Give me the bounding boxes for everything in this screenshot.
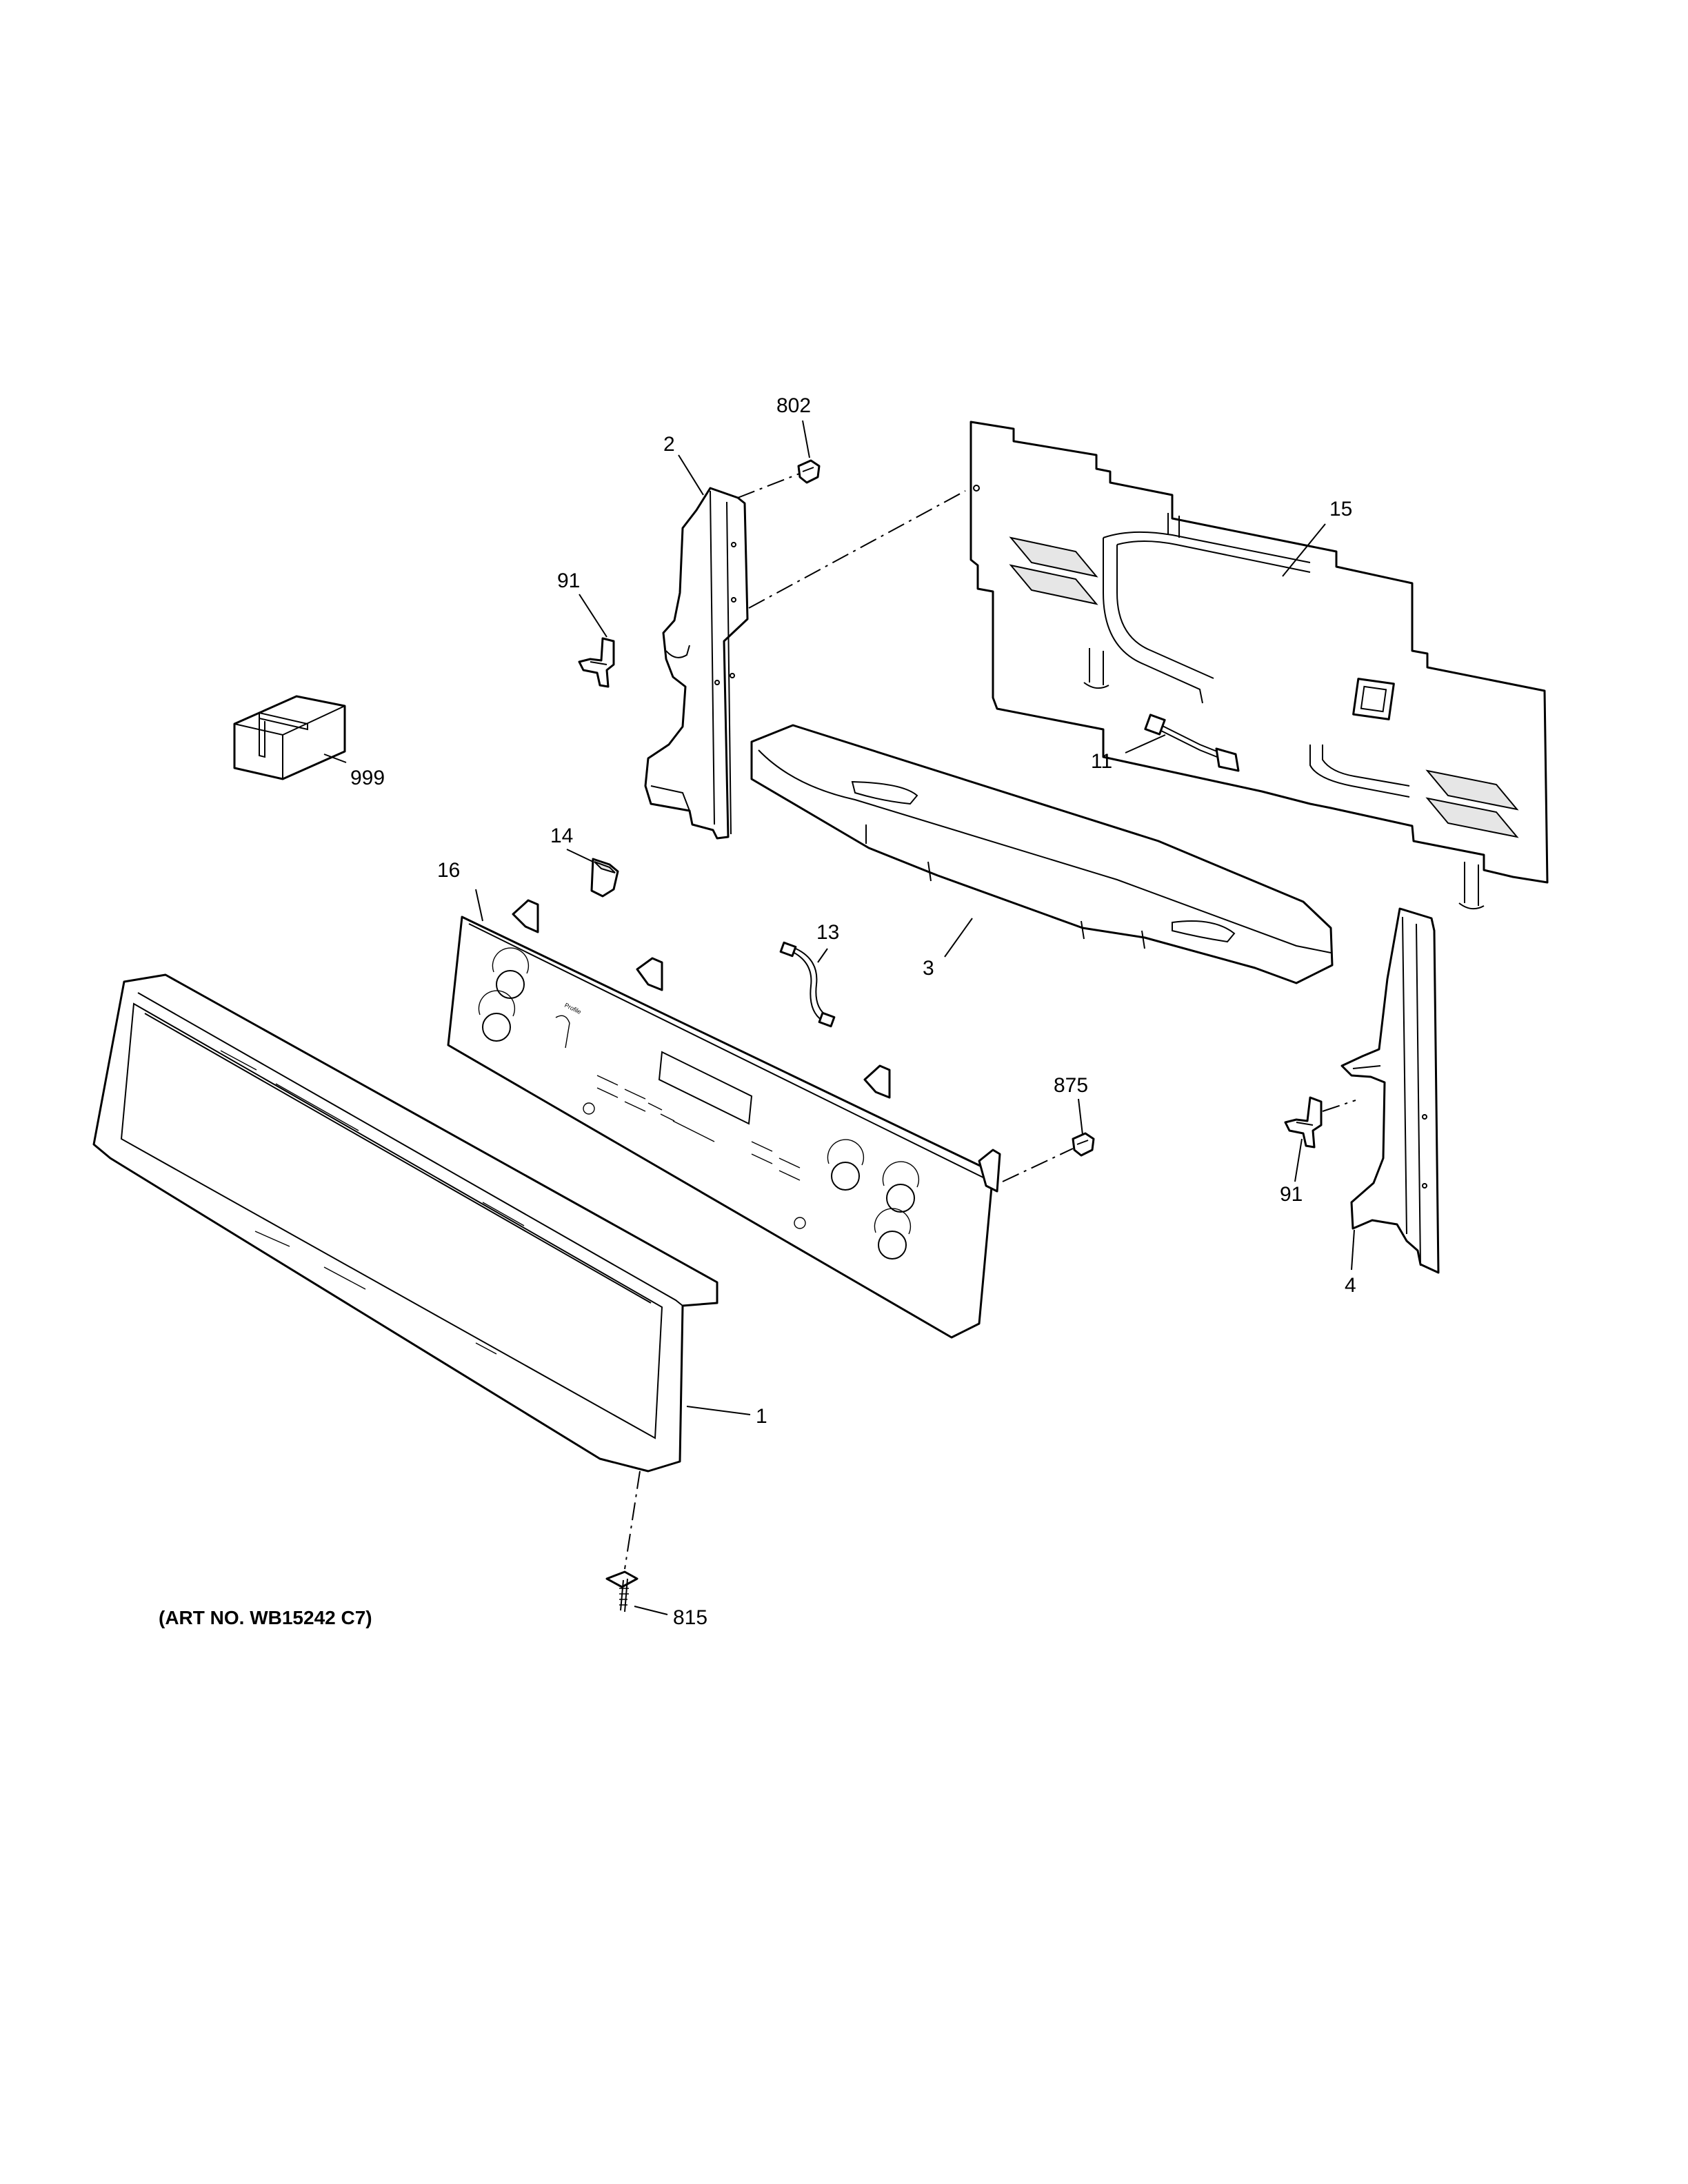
screw-802: [797, 459, 821, 484]
callout-15: 15: [1329, 498, 1352, 520]
part-16-control-panel: Profile: [447, 899, 1001, 1339]
callout-labels: 802 2 15 91 999 11 14 16 13 3 875 91 4 1…: [350, 394, 1356, 1629]
callout-2: 2: [663, 433, 675, 456]
part-3-trim-bar: [750, 724, 1334, 984]
clip-91-right: [1284, 1096, 1323, 1149]
screw-815: [605, 1570, 639, 1612]
part-2-left-bracket: [644, 487, 749, 840]
callout-11: 11: [1091, 750, 1112, 773]
part-14-block: [590, 858, 619, 898]
keypad-markings: [555, 1015, 806, 1229]
assembly-line-875: [1002, 1148, 1074, 1182]
callout-14: 14: [550, 825, 573, 847]
callout-1: 1: [756, 1405, 767, 1428]
assembly-line-91-right: [1322, 1100, 1356, 1112]
callout-91-left: 91: [557, 569, 580, 592]
part-1-front-frame: [92, 973, 719, 1473]
clip-91-left: [578, 637, 615, 688]
knob-dial-icons: [478, 947, 920, 1260]
part-13-harness: [779, 941, 836, 1028]
callout-3: 3: [923, 957, 934, 980]
callout-802: 802: [776, 394, 811, 417]
art-number-label: (ART NO. WB15242 C7): [159, 1607, 372, 1628]
assembly-line-2-15: [748, 490, 966, 609]
part-999-package-box: [233, 695, 346, 780]
part-11-harness: [1144, 714, 1240, 772]
screw-875: [1072, 1132, 1095, 1157]
callout-4: 4: [1345, 1274, 1356, 1297]
assembly-line-802: [737, 472, 802, 498]
callout-91-right: 91: [1280, 1183, 1303, 1206]
callout-13: 13: [816, 921, 839, 944]
display-window-outline: [658, 1051, 753, 1125]
part-15-back-panel: [969, 421, 1549, 910]
assembly-line-815: [624, 1470, 641, 1570]
part-4-right-bracket: [1340, 907, 1440, 1274]
callout-875: 875: [1054, 1074, 1088, 1097]
leader-lines: [323, 420, 1355, 1615]
callout-815: 815: [673, 1606, 707, 1629]
callout-999: 999: [350, 767, 385, 789]
callout-16: 16: [437, 859, 460, 882]
